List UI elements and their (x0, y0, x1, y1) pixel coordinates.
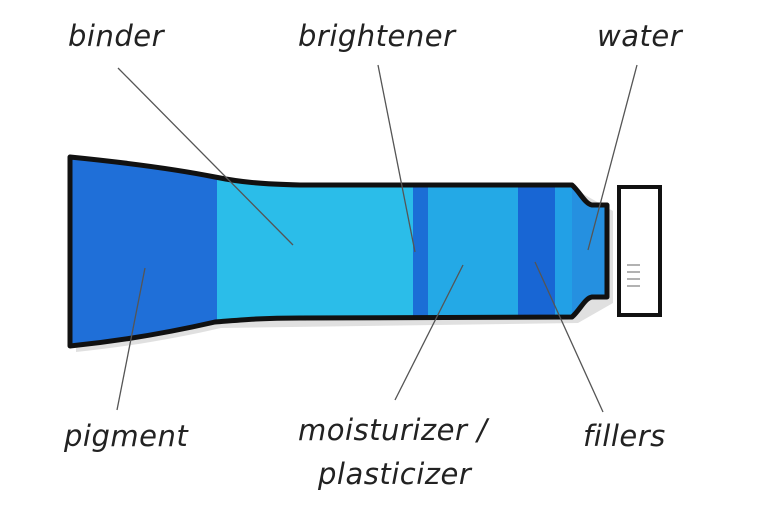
tube-cap (617, 185, 662, 317)
fillers-light-segment (555, 157, 572, 346)
moisturizer-segment (428, 157, 518, 346)
label-water: water (597, 19, 684, 53)
label-plasticizer: plasticizer (317, 457, 473, 491)
tube-outline (67, 154, 610, 349)
binder-leader (117, 67, 294, 246)
label-moisturizer: moisturizer / (298, 413, 490, 447)
fillers-leader (534, 261, 604, 413)
water-leader (587, 64, 638, 251)
pigment-segment (70, 157, 217, 346)
binder-segment (217, 157, 413, 346)
brightener-segment (413, 157, 428, 346)
leader-lines (116, 64, 638, 413)
label-fillers: fillers (583, 419, 666, 453)
pigment-leader (116, 267, 146, 411)
label-binder: binder (68, 19, 166, 53)
fillers-segment (518, 157, 555, 346)
moisturizer-leader (394, 264, 464, 401)
label-brightener: brightener (298, 19, 457, 53)
brightener-leader (377, 64, 416, 253)
label-pigment: pigment (63, 419, 189, 453)
